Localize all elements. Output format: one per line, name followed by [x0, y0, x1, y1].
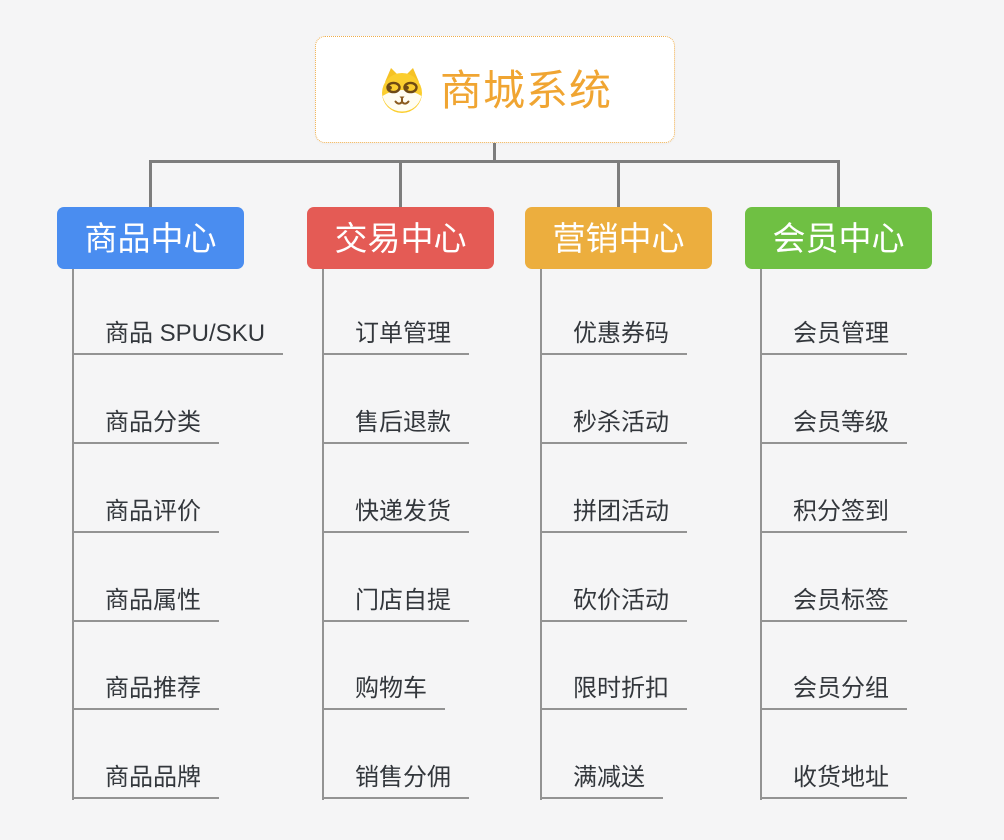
child-topic[interactable]: 销售分佣 [322, 764, 469, 799]
child-topic[interactable]: 商品 SPU/SKU [72, 320, 284, 355]
child-topic[interactable]: 快递发货 [322, 498, 469, 533]
branch-node-product-center[interactable]: 商品中心 [57, 207, 244, 269]
connector-drop-member [837, 160, 840, 208]
dog-face-icon [378, 66, 426, 114]
connector-horizontal [149, 160, 840, 163]
child-topic[interactable]: 秒杀活动 [540, 409, 687, 444]
child-topic[interactable]: 会员等级 [760, 409, 907, 444]
child-topic[interactable]: 商品品牌 [72, 764, 219, 799]
branch-spine [760, 269, 762, 800]
child-topic[interactable]: 限时折扣 [540, 675, 687, 710]
child-topic[interactable]: 拼团活动 [540, 498, 687, 533]
connector-drop-product [149, 160, 152, 208]
child-topic[interactable]: 商品推荐 [72, 675, 219, 710]
child-topic[interactable]: 会员标签 [760, 587, 907, 622]
child-topic[interactable]: 购物车 [322, 675, 445, 710]
child-topic[interactable]: 积分签到 [760, 498, 907, 533]
child-topic[interactable]: 售后退款 [322, 409, 469, 444]
branch-node-member-center[interactable]: 会员中心 [745, 207, 932, 269]
root-node[interactable]: 商城系统 [315, 36, 675, 143]
branch-spine [540, 269, 542, 800]
branch-node-trade-center[interactable]: 交易中心 [307, 207, 494, 269]
connector-drop-marketing [617, 160, 620, 208]
branch-spine [322, 269, 324, 800]
branch-node-marketing-center[interactable]: 营销中心 [525, 207, 712, 269]
child-topic[interactable]: 收货地址 [760, 764, 907, 799]
child-topic[interactable]: 商品分类 [72, 409, 219, 444]
child-topic[interactable]: 商品属性 [72, 587, 219, 622]
connector-drop-trade [399, 160, 402, 208]
child-topic[interactable]: 满减送 [540, 764, 663, 799]
branch-spine [72, 269, 74, 800]
child-topic[interactable]: 会员分组 [760, 675, 907, 710]
child-topic[interactable]: 优惠券码 [540, 320, 687, 355]
child-topic[interactable]: 砍价活动 [540, 587, 687, 622]
child-topic[interactable]: 会员管理 [760, 320, 907, 355]
connector-root-drop [493, 143, 496, 163]
child-topic[interactable]: 订单管理 [322, 320, 469, 355]
root-title: 商城系统 [439, 66, 612, 114]
child-topic[interactable]: 门店自提 [322, 587, 469, 622]
child-topic[interactable]: 商品评价 [72, 498, 219, 533]
